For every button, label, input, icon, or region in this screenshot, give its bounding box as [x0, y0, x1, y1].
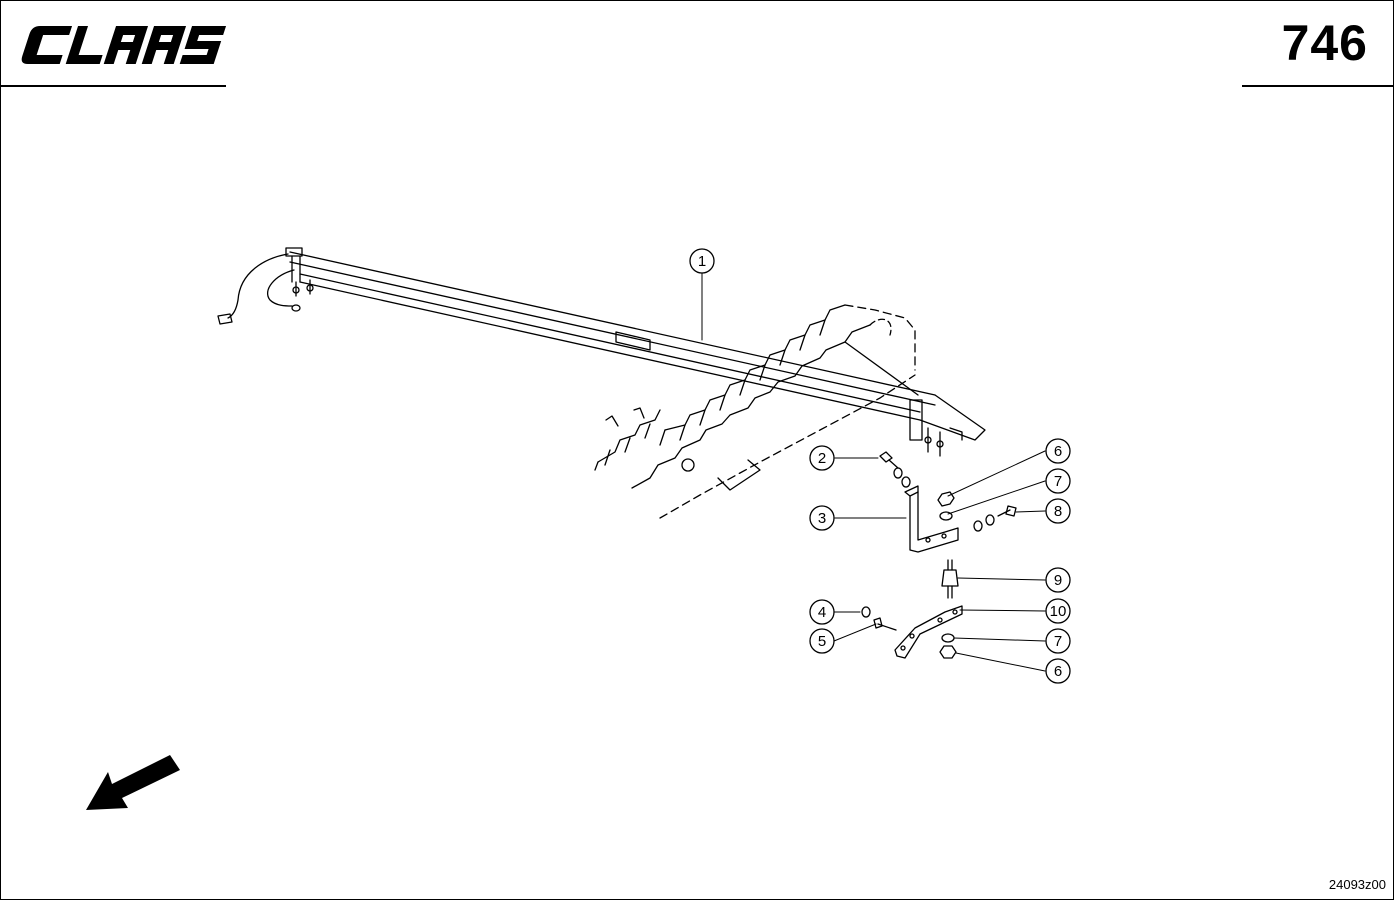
callout-7-bottom: 7 — [1045, 628, 1071, 654]
callout-1: 1 — [689, 248, 715, 274]
svg-text:6: 6 — [1054, 443, 1062, 460]
header-rule-right — [1242, 85, 1394, 87]
direction-arrow-icon — [86, 755, 180, 810]
knife-section — [594, 304, 919, 519]
svg-text:2: 2 — [818, 450, 826, 467]
svg-text:5: 5 — [818, 633, 826, 650]
callout-5: 5 — [809, 628, 835, 654]
page-number: 746 — [1281, 15, 1368, 71]
callout-10: 10 — [1045, 598, 1071, 624]
svg-text:3: 3 — [818, 510, 826, 527]
svg-text:1: 1 — [698, 253, 706, 270]
callout-8: 8 — [1045, 498, 1071, 524]
callout-9: 9 — [1045, 567, 1071, 593]
header-rule-left — [0, 85, 226, 87]
callout-7-top: 7 — [1045, 468, 1071, 494]
callout-6-top: 6 — [1045, 438, 1071, 464]
svg-text:10: 10 — [1050, 603, 1067, 620]
drawing-reference: 24093z00 — [1328, 877, 1386, 892]
svg-text:4: 4 — [818, 604, 826, 621]
svg-text:7: 7 — [1054, 633, 1062, 650]
callout-2: 2 — [809, 445, 835, 471]
leader-lines — [701, 271, 1046, 672]
svg-text:6: 6 — [1054, 663, 1062, 680]
callout-3: 3 — [809, 505, 835, 531]
bracket-hardware — [861, 451, 1017, 659]
svg-text:9: 9 — [1054, 572, 1062, 589]
callout-4: 4 — [809, 599, 835, 625]
claas-logo — [21, 26, 227, 64]
cutter-bar — [217, 247, 986, 457]
callout-6-bottom: 6 — [1045, 658, 1071, 684]
svg-text:7: 7 — [1054, 473, 1062, 490]
svg-text:8: 8 — [1054, 503, 1062, 520]
